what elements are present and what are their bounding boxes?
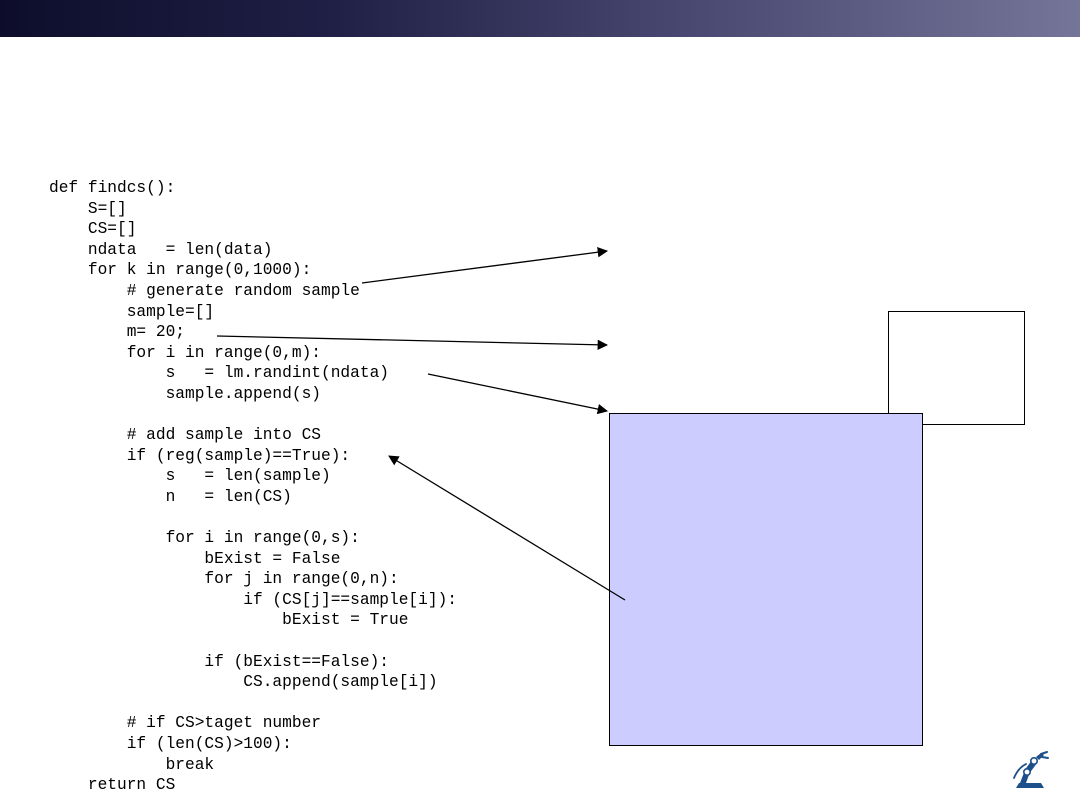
- code-line: for k in range(0,1000):: [49, 261, 312, 280]
- code-block: def findcs(): S=[] CS=[] ndata = len(dat…: [49, 178, 457, 796]
- code-line: s = len(sample): [49, 467, 331, 486]
- code-line: def findcs():: [49, 179, 176, 197]
- code-line: # add sample into CS: [49, 426, 321, 445]
- code-line: bExist = True: [49, 611, 409, 630]
- robot-arm-logo-icon: [1013, 751, 1049, 788]
- code-line: # if CS>taget number: [49, 714, 321, 733]
- code-line: return CS: [49, 776, 176, 795]
- callout-box-white: [888, 311, 1025, 425]
- code-line: if (reg(sample)==True):: [49, 446, 351, 465]
- code-line: n = len(CS): [49, 487, 292, 506]
- code-line: if (bExist==False):: [49, 652, 389, 671]
- code-line: sample.append(s): [49, 384, 321, 403]
- code-line: m= 20;: [49, 323, 185, 342]
- code-line: if (CS[j]==sample[i]):: [49, 590, 457, 609]
- code-line: ndata = len(data): [49, 240, 273, 259]
- code-line: if (len(CS)>100):: [49, 735, 292, 754]
- code-line: bExist = False: [49, 549, 341, 568]
- code-line: CS=[]: [49, 220, 137, 239]
- arrow-line-loop: [361, 247, 609, 284]
- code-line: for j in range(0,n):: [49, 570, 399, 589]
- arrow-line-reg-check: [388, 455, 626, 601]
- code-line: S=[]: [49, 199, 127, 218]
- code-line: sample=[]: [49, 302, 215, 321]
- code-line: s = lm.randint(ndata): [49, 364, 389, 383]
- header-bar: [0, 0, 1080, 37]
- code-line: # generate random sample: [49, 281, 360, 300]
- code-line: CS.append(sample[i]): [49, 673, 438, 692]
- arrow-line-randint: [427, 373, 609, 415]
- code-line: for i in range(0,s):: [49, 529, 360, 548]
- code-line: break: [49, 755, 215, 774]
- callout-box-lavender: [609, 413, 923, 746]
- arrow-line-sample-size: [216, 335, 609, 350]
- code-line: for i in range(0,m):: [49, 343, 321, 362]
